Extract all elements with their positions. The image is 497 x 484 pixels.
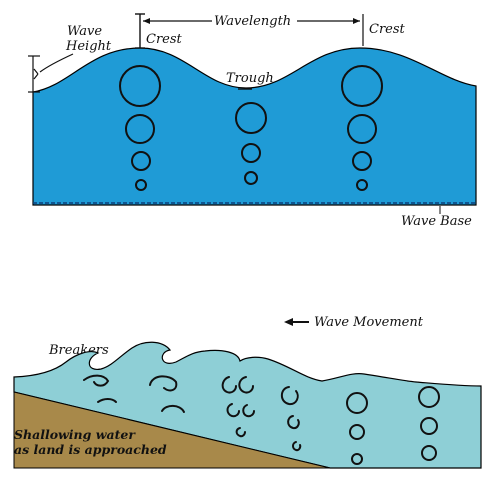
wavelength-indicator bbox=[143, 14, 364, 46]
orbit-icon bbox=[235, 102, 267, 134]
orbit-icon bbox=[83, 374, 110, 387]
orbit-icon bbox=[421, 445, 437, 461]
wave-movement-label: Wave Movement bbox=[314, 315, 424, 330]
trough-label: Trough bbox=[226, 71, 274, 86]
orbit-column-crest-left bbox=[119, 65, 161, 191]
orbit-icon bbox=[221, 376, 237, 394]
crest-left-marker bbox=[135, 13, 145, 49]
orbit-icon bbox=[280, 386, 299, 406]
wave-height-label-line2: Height bbox=[65, 39, 112, 54]
land-seafloor bbox=[13, 391, 331, 469]
wave-base-label: Wave Base bbox=[401, 214, 472, 229]
shallow-orbits bbox=[83, 374, 440, 465]
orbit-icon bbox=[161, 404, 185, 413]
orbit-icon bbox=[292, 441, 302, 452]
orbit-icon bbox=[226, 403, 240, 418]
deep-water-diagram: Wave Height Crest Wavelength Crest Troug… bbox=[28, 13, 477, 229]
crest-left-label: Crest bbox=[146, 32, 183, 47]
orbit-icon bbox=[352, 151, 372, 171]
wave-height-indicator bbox=[28, 53, 74, 93]
wavelength-label: Wavelength bbox=[214, 14, 291, 29]
orbit-icon bbox=[244, 171, 258, 185]
orbit-icon bbox=[418, 386, 440, 408]
arrow-left-icon bbox=[284, 318, 309, 326]
wave-height-label-line1: Wave bbox=[67, 24, 102, 39]
orbit-icon bbox=[135, 179, 147, 191]
deep-water-body bbox=[32, 47, 477, 206]
orbit-icon bbox=[420, 417, 438, 435]
orbit-icon bbox=[349, 424, 365, 440]
orbit-icon bbox=[149, 375, 178, 392]
orbit-icon bbox=[356, 179, 368, 191]
orbit-icon bbox=[347, 114, 377, 144]
orbit-icon bbox=[241, 143, 261, 163]
orbit-icon bbox=[131, 151, 151, 171]
orbit-icon bbox=[346, 392, 368, 414]
crest-right-label: Crest bbox=[369, 22, 406, 37]
shore-label-line2: as land is approached bbox=[14, 442, 167, 457]
orbit-icon bbox=[351, 453, 363, 465]
orbit-icon bbox=[125, 114, 155, 144]
orbit-icon bbox=[119, 65, 161, 107]
orbit-icon bbox=[238, 376, 254, 394]
shallow-water-diagram: Wave Movement Breakers bbox=[13, 315, 482, 469]
orbit-column-trough bbox=[235, 102, 267, 185]
orbit-icon bbox=[97, 398, 117, 403]
orbit-icon bbox=[287, 415, 300, 430]
orbit-icon bbox=[341, 65, 383, 107]
shore-label-line1: Shallowing water bbox=[14, 427, 136, 442]
orbit-icon bbox=[242, 404, 255, 418]
orbit-icon bbox=[235, 427, 246, 438]
orbit-column-crest-right bbox=[341, 65, 383, 191]
